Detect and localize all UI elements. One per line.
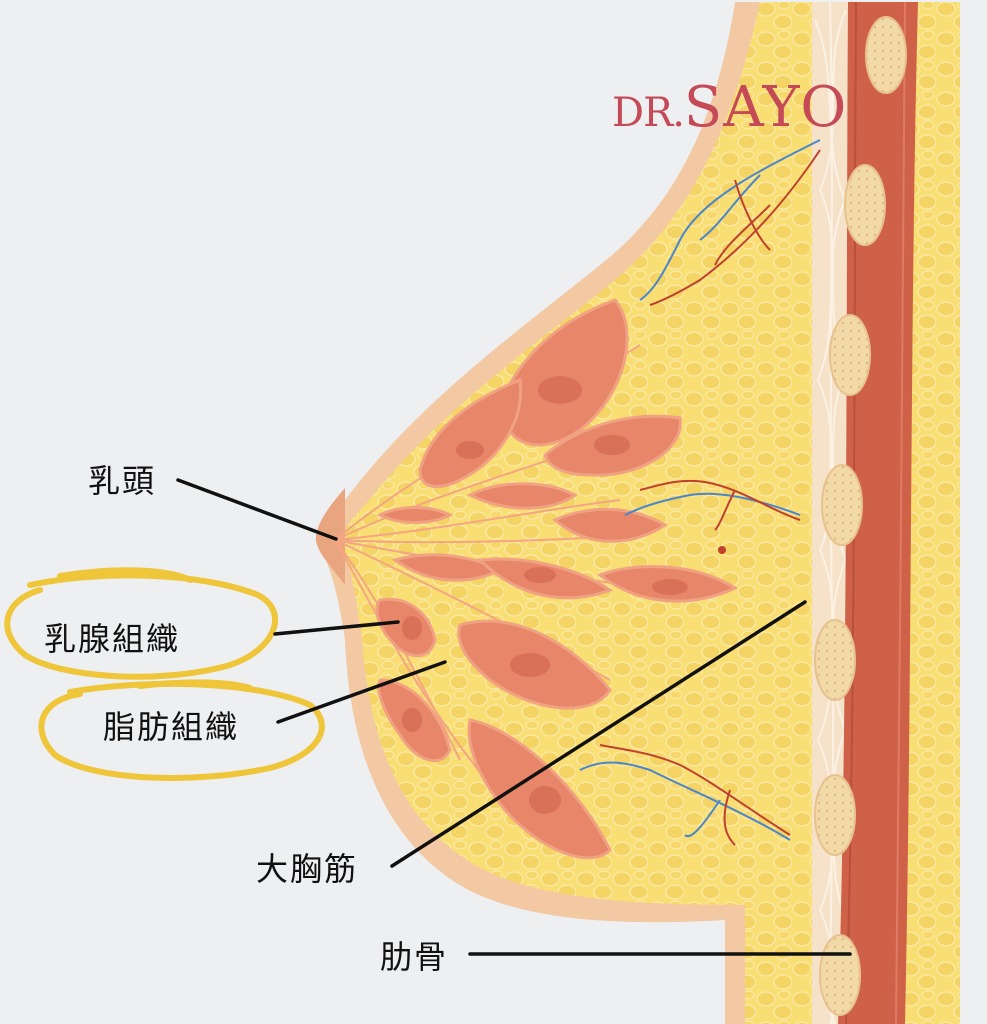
blood-vessels-middle [624, 479, 801, 531]
rib-7 [819, 934, 861, 1016]
label-nipple: 乳頭 [88, 462, 156, 500]
label-rib: 肋骨 [380, 938, 448, 976]
blood-vessels-lower [579, 744, 791, 846]
rib-6 [814, 774, 856, 856]
rib-2 [844, 164, 886, 246]
label-fat-tissue: 脂肪組織 [103, 708, 239, 746]
gland-lobe [418, 377, 523, 489]
rib-1 [865, 16, 907, 94]
leader-fat-tissue [276, 660, 447, 724]
rib-4 [821, 464, 863, 546]
gland-lobe [498, 298, 629, 447]
highlight-fat-tissue [38, 679, 325, 781]
rib-5 [814, 619, 856, 701]
leader-pectoralis-major [390, 600, 807, 868]
rib-bones [814, 16, 907, 1016]
mammary-gland-lobes [375, 298, 739, 860]
gland-lobe [466, 482, 578, 510]
rib-3 [829, 314, 871, 396]
highlight-mammary-gland [4, 567, 278, 680]
leader-nipple [176, 478, 338, 541]
label-mammary-gland: 乳腺組織 [44, 620, 180, 658]
brand-logo: DR.SAYO [612, 75, 847, 140]
red-dot [718, 546, 726, 554]
leader-mammary-gland [273, 620, 400, 636]
blood-vessels-upper [639, 139, 821, 306]
label-pectoralis-major: 大胸筋 [256, 850, 358, 888]
gland-lobe [376, 506, 454, 524]
gland-lobe [552, 507, 668, 543]
